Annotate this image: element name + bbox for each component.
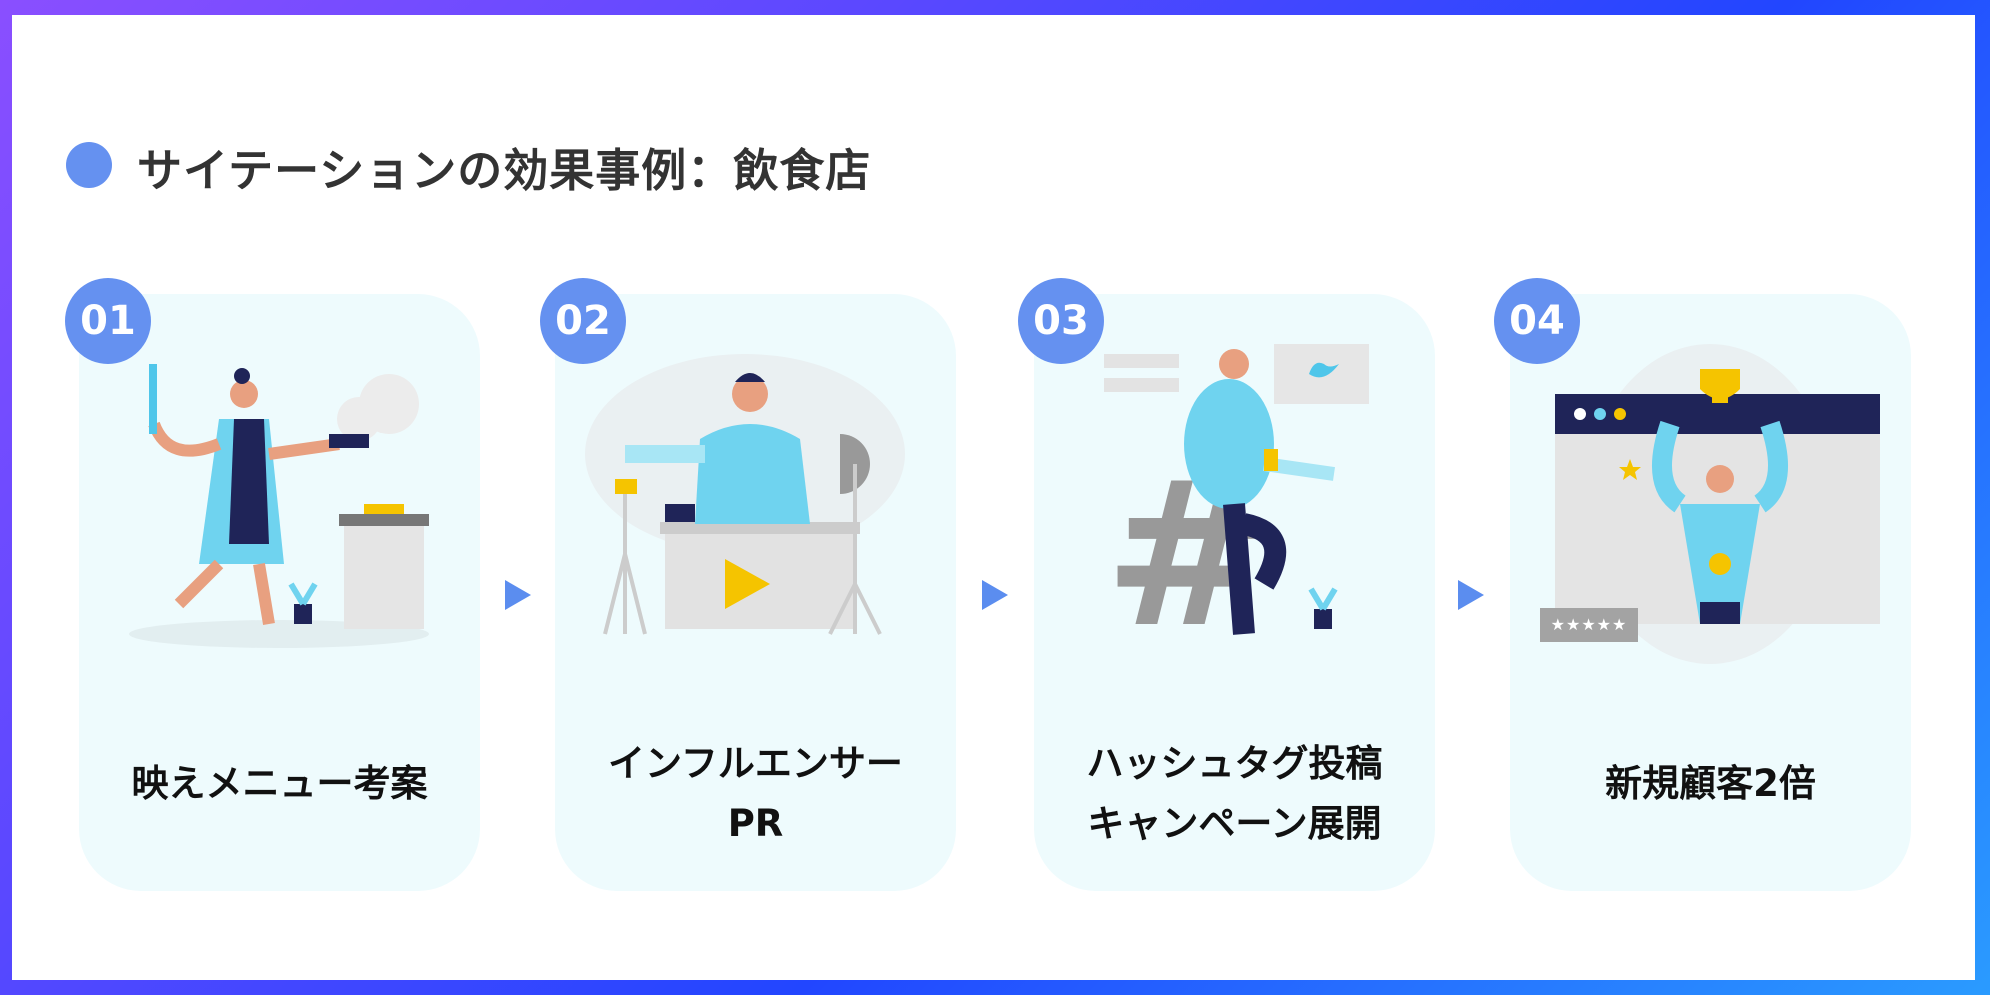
step-label-line2: PR <box>727 802 784 845</box>
step-label-line1: インフルエンサー <box>608 742 903 785</box>
title-bullet-icon <box>66 142 112 188</box>
step-card-1: 映えメニュー考案 <box>79 294 480 891</box>
page-title: サイテーションの効果事例：飲食店 <box>137 144 872 197</box>
step-number-badge: 02 <box>540 278 626 364</box>
influencer-video-illustration <box>585 354 905 635</box>
arrow-right-icon <box>1458 580 1484 610</box>
step-label-line1: ハッシュタグ投稿 <box>1086 742 1383 785</box>
hashtag-twitter-illustration: # <box>1104 344 1369 664</box>
trophy-winner-illustration <box>1555 344 1880 664</box>
step-card-4: ★★★★★ 新規顧客2倍 <box>1510 294 1911 891</box>
step-number-badge: 04 <box>1494 278 1580 364</box>
step-number-badge: 03 <box>1018 278 1104 364</box>
arrow-right-icon <box>505 580 531 610</box>
step-card-3: # ハッシュタグ投稿キャンペーン展開 <box>1034 294 1435 891</box>
arrow-right-icon <box>982 580 1008 610</box>
step-label: 新規顧客2倍 <box>1605 762 1816 805</box>
step-card-2: インフルエンサー PR <box>555 294 956 891</box>
step-label-line2: キャンペーン展開 <box>1087 802 1382 845</box>
step-label: 映えメニュー考案 <box>131 762 428 805</box>
rating-stars-badge: ★★★★★ <box>1540 608 1638 642</box>
step-label: インフルエンサー PR <box>555 734 956 854</box>
step-label: ハッシュタグ投稿キャンペーン展開 <box>1034 734 1435 854</box>
chef-cooking-illustration <box>129 364 429 648</box>
step-number-badge: 01 <box>65 278 151 364</box>
